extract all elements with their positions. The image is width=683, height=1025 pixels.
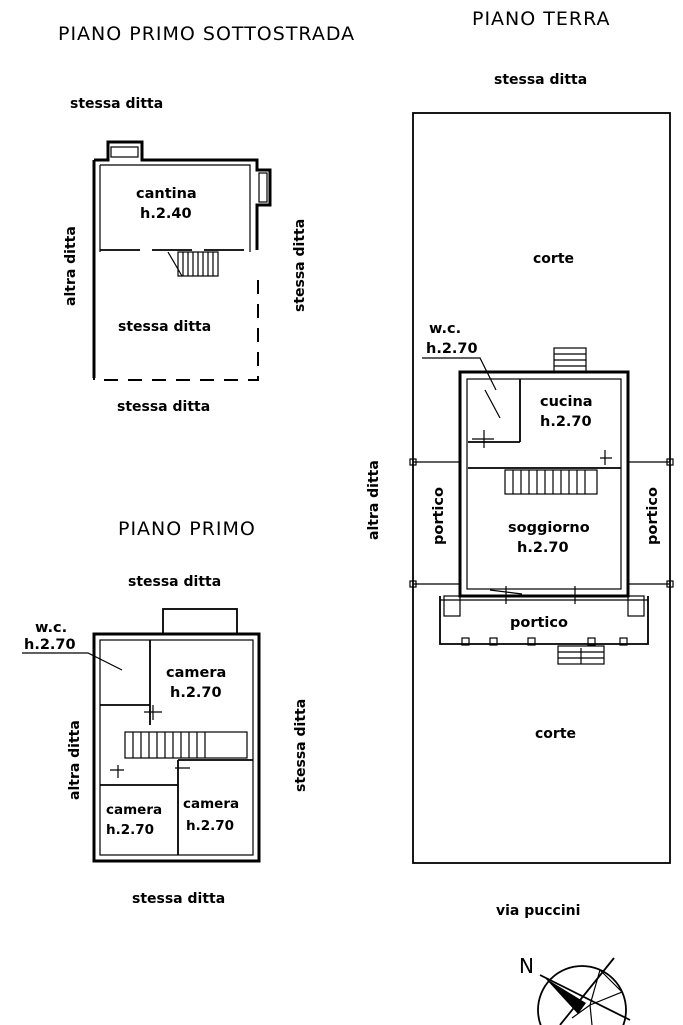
first-bottom-neighbor: stessa ditta	[132, 891, 225, 907]
cantina-label: cantina	[136, 186, 197, 202]
cucina-label: cucina	[540, 394, 593, 410]
soggiorno-height: h.2.70	[517, 540, 569, 556]
cantina-height: h.2.40	[140, 206, 192, 222]
camera-main-height: h.2.70	[170, 685, 222, 701]
camera-right-label: camera	[183, 796, 239, 812]
basement-stairs	[167, 251, 219, 277]
ground-wc-height: h.2.70	[426, 341, 478, 357]
ground-floor-plan: stessa ditta altra ditta via puccini cor…	[366, 72, 674, 919]
basement-inside-label: stessa ditta	[118, 319, 211, 335]
basement-top-neighbor: stessa ditta	[70, 96, 163, 112]
first-right-neighbor: stessa ditta	[293, 699, 309, 792]
basement-left-neighbor: altra ditta	[63, 226, 79, 306]
basement-plan: stessa ditta altra ditta stessa ditta st…	[63, 96, 308, 415]
basement-right-neighbor: stessa ditta	[292, 219, 308, 312]
camera-left-height: h.2.70	[106, 822, 154, 838]
cucina-height: h.2.70	[540, 414, 592, 430]
ground-floor-title: PIANO TERRA	[472, 8, 611, 30]
first-wc-label: w.c.	[35, 620, 67, 636]
compass-north-label: N	[519, 954, 534, 978]
ground-bottom-street: via puccini	[496, 903, 580, 919]
camera-main-label: camera	[166, 665, 226, 681]
portico-front-label: portico	[510, 615, 568, 631]
first-floor-title: PIANO PRIMO	[118, 518, 256, 540]
ground-top-neighbor: stessa ditta	[494, 72, 587, 88]
basement-title: PIANO PRIMO SOTTOSTRADA	[58, 23, 355, 45]
camera-right-height: h.2.70	[186, 818, 234, 834]
camera-left-label: camera	[106, 802, 162, 818]
portico-right-label: portico	[645, 487, 661, 545]
north-arrow-compass-icon: N	[519, 954, 631, 1025]
first-floor-stairs	[124, 731, 248, 759]
first-wc-height: h.2.70	[24, 637, 76, 653]
first-floor-plan: stessa ditta altra ditta stessa ditta st…	[22, 574, 309, 907]
first-top-neighbor: stessa ditta	[128, 574, 221, 590]
first-left-neighbor: altra ditta	[67, 720, 83, 800]
soggiorno-label: soggiorno	[508, 520, 590, 536]
ground-left-neighbor: altra ditta	[366, 460, 382, 540]
corte-top-label: corte	[533, 251, 574, 267]
ground-wc-label: w.c.	[429, 321, 461, 337]
basement-bottom-neighbor: stessa ditta	[117, 399, 210, 415]
portico-left-label: portico	[431, 487, 447, 545]
ground-floor-stairs	[504, 469, 598, 495]
corte-bottom-label: corte	[535, 726, 576, 742]
